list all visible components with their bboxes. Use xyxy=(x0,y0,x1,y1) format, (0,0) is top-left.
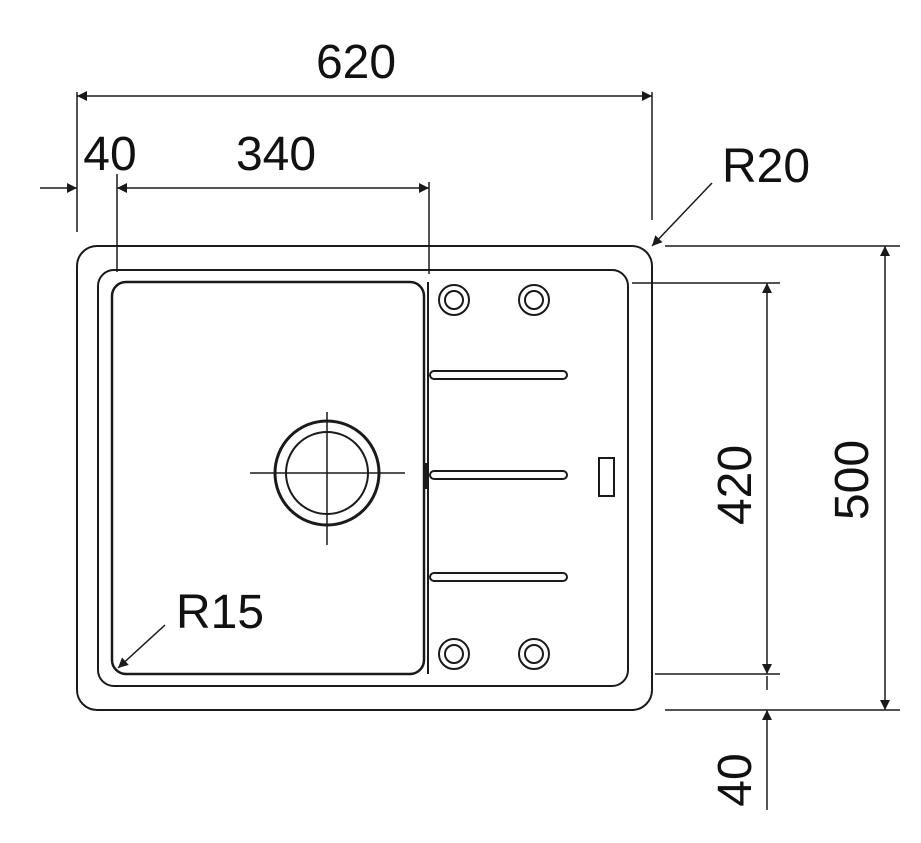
drain xyxy=(250,412,405,545)
label-corner-radius-bowl: R15 xyxy=(176,586,264,639)
tap-holes xyxy=(438,284,550,670)
drainer-rib-2 xyxy=(429,470,568,480)
tap-hole-bottom-left xyxy=(438,638,470,670)
drainer-ribs xyxy=(429,370,568,582)
label-left-offset: 40 xyxy=(83,128,136,181)
overflow-slot xyxy=(598,457,615,497)
label-bowl-depth: 420 xyxy=(709,445,762,525)
label-overall-depth: 500 xyxy=(826,440,879,520)
leader-bowl-radius xyxy=(117,624,166,669)
drainer-rib-3 xyxy=(429,572,568,582)
overflow-slot-small xyxy=(424,463,429,489)
sink-inner-rim xyxy=(97,269,629,687)
label-corner-radius-outer: R20 xyxy=(722,140,810,193)
tap-hole-bottom-right xyxy=(518,638,550,670)
tap-hole-top-left xyxy=(438,284,470,316)
label-bowl-width: 340 xyxy=(236,128,316,181)
tap-hole-top-right xyxy=(518,284,550,316)
drainer-rib-1 xyxy=(429,370,568,380)
sink-outline xyxy=(76,245,653,711)
label-overall-width: 620 xyxy=(316,36,396,89)
sink-outer-rim xyxy=(76,245,653,711)
dimension-lines xyxy=(40,91,890,810)
leader-outer-radius xyxy=(651,182,713,247)
label-bottom-offset: 40 xyxy=(709,753,762,806)
bowl-outline xyxy=(110,280,426,676)
dimension-labels: 620 40 340 R20 R15 420 500 40 xyxy=(83,36,879,807)
bowl xyxy=(110,280,426,676)
extension-lines xyxy=(76,92,900,711)
